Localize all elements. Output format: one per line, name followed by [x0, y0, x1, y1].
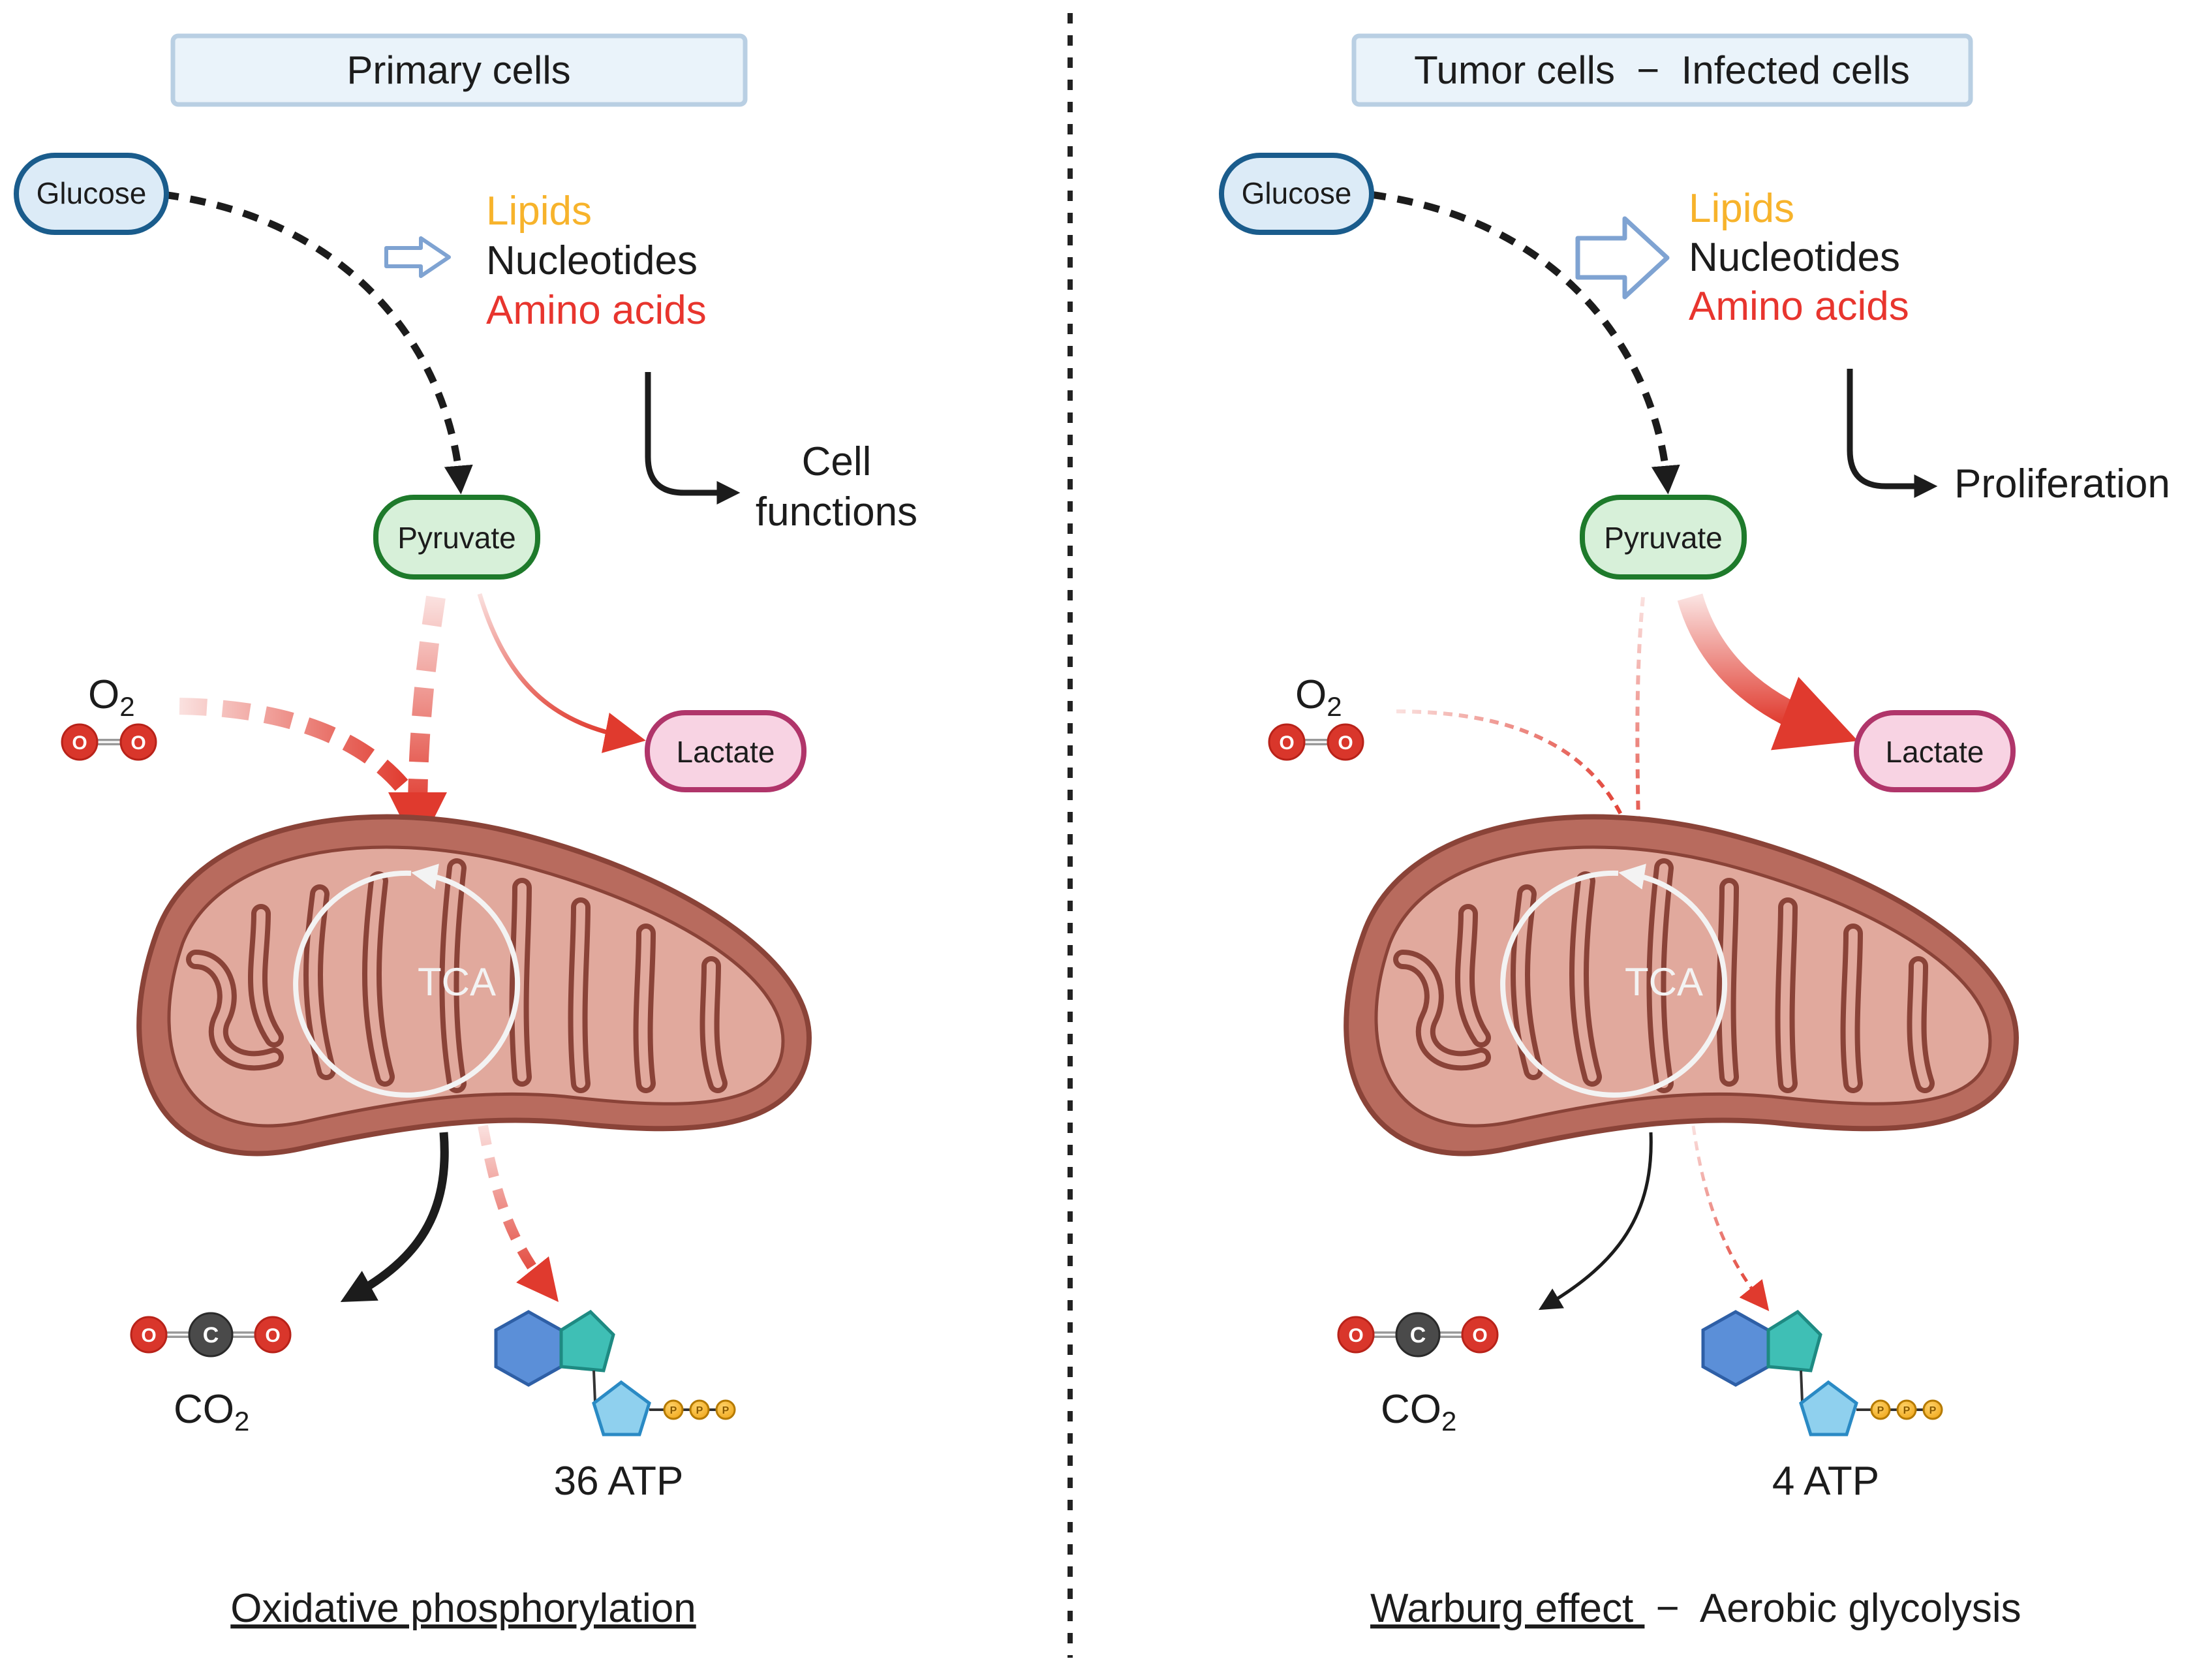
- right-header-text: Tumor cells − Infected cells: [1414, 48, 1910, 92]
- left-outcome-line1: Cell: [802, 439, 872, 484]
- svg-text:C: C: [1410, 1323, 1426, 1348]
- left-atp-molecule: P P P: [494, 1309, 736, 1436]
- right-caption-rest: − Aerobic glycolysis: [1644, 1586, 2021, 1631]
- left-lactate-label: Lactate: [677, 735, 775, 769]
- left-mitochondrion: TCA: [136, 814, 812, 1156]
- right-atp-molecule: P P P: [1701, 1309, 1943, 1436]
- right-atp-arrow: [1691, 1125, 1770, 1312]
- right-co2-molecule: O C O: [1337, 1312, 1499, 1358]
- svg-text:P: P: [670, 1405, 677, 1416]
- left-glucose-label: Glucose: [37, 176, 147, 210]
- right-pyruvate-mito-arrow: [1621, 597, 1657, 882]
- right-co2-arrow: [1538, 1132, 1653, 1311]
- left-pyruvate-label: Pyruvate: [397, 521, 516, 555]
- right-amino-acids-label: Amino acids: [1689, 284, 1909, 329]
- left-nucleotides-label: Nucleotides: [486, 238, 698, 283]
- svg-text:P: P: [1877, 1405, 1884, 1416]
- right-lactate-node: [1854, 710, 2016, 792]
- svg-text:P: P: [722, 1405, 730, 1416]
- left-co2-molecule: O C O: [130, 1312, 292, 1358]
- left-atp-arrow: [478, 1125, 559, 1302]
- left-o2-mito-arrow: [179, 698, 415, 798]
- left-header-text: Primary cells: [346, 48, 570, 92]
- right-caption-underlined: Warburg effect: [1370, 1586, 1644, 1631]
- left-lipids-label: Lipids: [486, 189, 592, 234]
- left-pyruvate-lactate-arrow: [477, 593, 646, 753]
- left-glucose-node: [14, 153, 169, 235]
- right-biosynthesis-arrow: [1575, 216, 1670, 300]
- svg-text:C: C: [203, 1323, 219, 1348]
- right-o2-label: O2: [1295, 672, 1342, 722]
- right-outcome-label: Proliferation: [1954, 461, 2170, 506]
- right-o2-mito-arrow: [1396, 709, 1636, 849]
- left-co2-arrow: [340, 1132, 449, 1303]
- right-panel: Tumor cells − Infected cells Glucose Lip…: [1219, 33, 2170, 1631]
- left-pyruvate-node: [373, 495, 540, 580]
- left-co2-label: CO2: [174, 1387, 249, 1436]
- left-outcome-line2: functions: [756, 489, 917, 535]
- svg-text:O: O: [1338, 732, 1353, 754]
- left-o2-label: O2: [88, 672, 135, 722]
- left-header-box: [170, 33, 748, 107]
- left-pyruvate-mito-arrow: [388, 595, 448, 851]
- svg-text:O: O: [1348, 1325, 1363, 1346]
- right-glucose-label: Glucose: [1242, 176, 1352, 210]
- right-caption: Warburg effect − Aerobic glycolysis: [1370, 1586, 2021, 1631]
- right-glucose-pyruvate-arrow: [1370, 191, 1680, 495]
- right-tca-label: TCA: [1625, 960, 1703, 1004]
- left-biosynthesis-arrow: [384, 236, 451, 278]
- svg-text:O: O: [131, 732, 146, 754]
- right-glucose-node: [1219, 153, 1374, 235]
- right-o2-molecule: O O: [1268, 723, 1364, 761]
- svg-text:P: P: [1929, 1405, 1937, 1416]
- right-proliferation-arrow: [1847, 369, 1938, 498]
- right-co2-label: CO2: [1381, 1387, 1456, 1436]
- right-atp-label: 4 ATP: [1772, 1459, 1879, 1504]
- left-atp-label: 36 ATP: [554, 1459, 684, 1504]
- svg-text:P: P: [696, 1405, 703, 1416]
- svg-text:P: P: [1903, 1405, 1911, 1416]
- svg-text:O: O: [72, 732, 87, 754]
- svg-text:O: O: [1472, 1325, 1487, 1346]
- right-mitochondrion: TCA: [1344, 814, 2020, 1156]
- left-amino-acids-label: Amino acids: [486, 288, 707, 333]
- right-lactate-label: Lactate: [1886, 735, 1984, 769]
- right-pyruvate-label: Pyruvate: [1604, 521, 1723, 555]
- left-cell-functions-arrow: [645, 372, 741, 505]
- right-pyruvate-lactate-arrow: [1677, 593, 1858, 751]
- right-tca-cycle-arrow: [1500, 863, 1728, 1098]
- left-panel: Primary cells Glucose Lipids Nucleotides…: [14, 33, 917, 1631]
- left-tca-label: TCA: [418, 960, 496, 1004]
- right-lipids-label: Lipids: [1689, 186, 1794, 231]
- right-nucleotides-label: Nucleotides: [1689, 235, 1900, 280]
- svg-text:O: O: [141, 1325, 156, 1346]
- left-caption: Oxidative phosphorylation: [230, 1586, 696, 1631]
- left-o2-molecule: O O: [61, 723, 157, 761]
- left-tca-cycle-arrow: [293, 863, 521, 1098]
- svg-text:O: O: [1279, 732, 1294, 754]
- left-glucose-pyruvate-arrow: [162, 191, 473, 495]
- right-pyruvate-node: [1580, 495, 1747, 580]
- svg-text:O: O: [265, 1325, 280, 1346]
- left-lactate-node: [645, 710, 806, 792]
- right-header-box: [1351, 33, 1973, 107]
